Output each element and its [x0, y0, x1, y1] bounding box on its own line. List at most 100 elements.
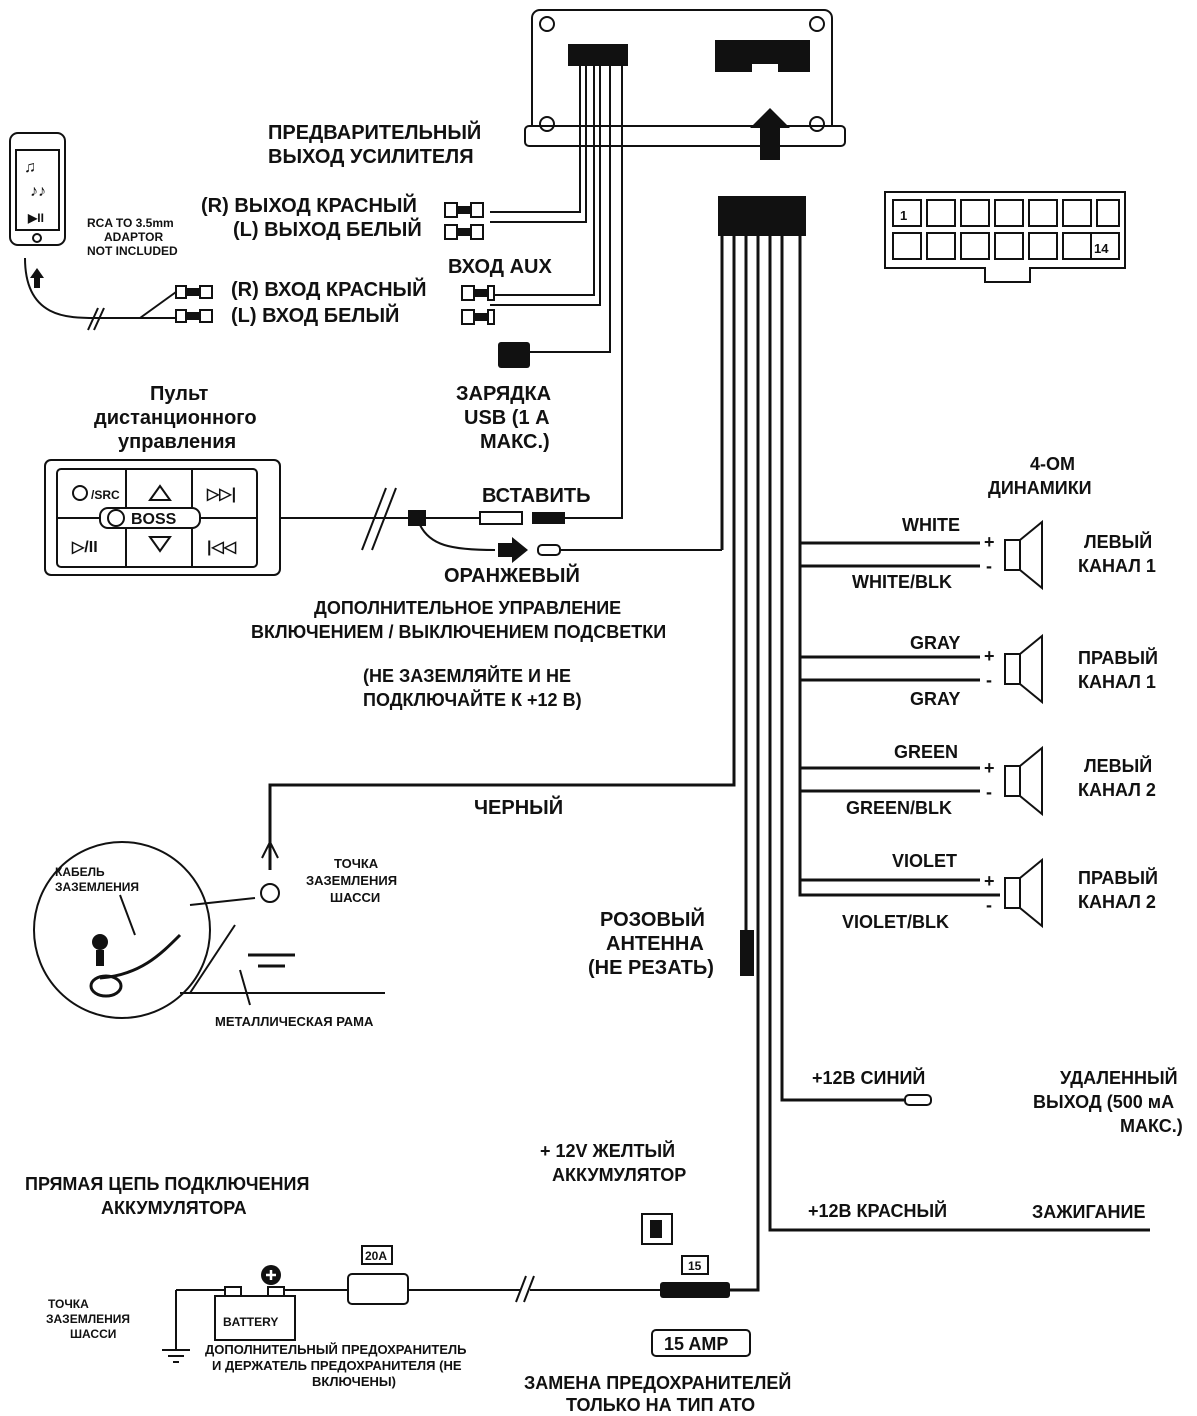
illumination-warning-1: (НЕ ЗАЗЕМЛЯЙТЕ И НЕ [363, 665, 571, 686]
orange-arrow-icon [498, 537, 528, 563]
pin-label-1: 1 [900, 208, 907, 223]
pin-label-14: 14 [1094, 241, 1109, 256]
svg-text:+: + [984, 871, 995, 891]
chassis-point-label-1: ТОЧКА [334, 856, 379, 871]
speaker-icon [1004, 633, 1043, 705]
svg-text:♪♪: ♪♪ [30, 183, 46, 200]
battery-icon [214, 1295, 296, 1341]
speakers-title-1: 4-ОМ [1030, 454, 1075, 474]
harness-wires [268, 236, 1150, 1292]
harness-plug [718, 196, 806, 236]
replace-note-2: ТОЛЬКО НА ТИП АТО [566, 1395, 755, 1415]
illumination-warning-2: ПОДКЛЮЧАЙТЕ К +12 В) [363, 689, 582, 710]
svg-text:♫: ♫ [24, 159, 36, 176]
connector-pinout: 1 14 [884, 191, 1126, 283]
speaker-icon [1004, 857, 1043, 929]
remote-out-connector [904, 1094, 932, 1106]
preamp-rca-plugs [444, 202, 484, 240]
remote-out-label-3: МАКС.) [1120, 1116, 1183, 1136]
battery-wire-label-1: + 12V ЖЕЛТЫЙ [540, 1140, 675, 1161]
rear-wires [490, 66, 623, 519]
remote-title-1: Пульт [150, 383, 208, 405]
speaker-icon [1004, 745, 1043, 817]
aux-l-label: (L) ВХОД БЕЛЫЙ [231, 303, 399, 327]
illumination-text-1: ДОПОЛНИТЕЛЬНОЕ УПРАВЛЕНИЕ [314, 598, 621, 618]
ground-cable-label-1: КАБЕЛЬ [55, 865, 105, 879]
ch3-name-2: КАНАЛ 2 [1078, 780, 1156, 800]
ignition-label: ЗАЖИГАНИЕ [1032, 1202, 1146, 1222]
up-icon[interactable] [148, 484, 172, 501]
chassis-point-label-2: ЗАЗЕМЛЕНИЯ [306, 873, 397, 888]
antenna-label-1: РОЗОВЫЙ [600, 907, 705, 931]
adaptor-note-3: NOT INCLUDED [87, 244, 178, 258]
battery-circuit: BATTERY 20A 15 [162, 1213, 730, 1363]
remote-control: /SRC ▷▷| ▷/II |◁◁ BOSS [44, 459, 281, 576]
aux-fuse-note-1: ДОПОЛНИТЕЛЬНЫЙ ПРЕДОХРАНИТЕЛЬ [205, 1342, 466, 1357]
phone-icon: ♫ ♪♪ ▶II [9, 132, 66, 288]
ground-zoom-circle [33, 841, 211, 1019]
ch1-plus-wire: WHITE [902, 515, 960, 535]
ch2-name-1: ПРАВЫЙ [1078, 647, 1158, 668]
power-src-button[interactable]: /SRC [72, 485, 120, 502]
preamp-title-2: ВЫХОД УСИЛИТЕЛЯ [268, 146, 474, 168]
aux-rca-plugs [175, 285, 495, 325]
black-wire-label: ЧЕРНЫЙ [474, 795, 563, 819]
antenna-label-3: (НЕ РЕЗАТЬ) [588, 957, 714, 979]
fuse-holder-15a [660, 1282, 730, 1298]
svg-text:/SRC: /SRC [91, 488, 120, 502]
aux-r-label: (R) ВХОД КРАСНЫЙ [231, 277, 427, 301]
adaptor-note-1: RCA TO 3.5mm [87, 216, 174, 230]
speaker-channel-4: VIOLET VIOLET/BLK + - ПРАВЫЙ КАНАЛ 2 [842, 851, 1158, 932]
fuse-20a-label: 20A [365, 1249, 387, 1263]
svg-text:-: - [986, 556, 992, 576]
chassis-ground [33, 839, 385, 1019]
down-icon[interactable] [148, 536, 172, 553]
ch3-plus-wire: GREEN [894, 742, 958, 762]
ch2-plus-wire: GRAY [910, 633, 960, 653]
insert-arrow-icon [750, 108, 790, 160]
usb-connector [498, 342, 530, 368]
remote-out-label-1: УДАЛЕННЫЙ [1060, 1067, 1178, 1088]
remote-out-wire: +12В СИНИЙ [812, 1067, 925, 1088]
speaker-channel-3: GREEN GREEN/BLK + - ЛЕВЫЙ КАНАЛ 2 [846, 742, 1156, 818]
speaker-channel-2: GRAY GRAY + - ПРАВЫЙ КАНАЛ 1 [910, 633, 1158, 709]
head-unit [524, 9, 846, 160]
brand-logo: BOSS [131, 511, 177, 528]
orange-label: ОРАНЖЕВЫЙ [444, 563, 580, 587]
usb-label-1: ЗАРЯДКА [456, 383, 551, 405]
power-chassis-label-1: ТОЧКА [48, 1297, 89, 1311]
battery-label: BATTERY [223, 1315, 278, 1329]
ch4-minus-wire: VIOLET/BLK [842, 912, 949, 932]
aux-fuse-note-3: ВКЛЮЧЕНЫ) [312, 1374, 396, 1389]
next-icon[interactable]: ▷▷| [206, 486, 236, 503]
remote-title-3: управления [118, 431, 236, 453]
svg-text:+: + [984, 646, 995, 666]
power-chassis-label-3: ШАССИ [70, 1327, 116, 1341]
ch4-name-2: КАНАЛ 2 [1078, 892, 1156, 912]
power-chassis-label-2: ЗАЗЕМЛЕНИЯ [46, 1312, 130, 1326]
usb-label-2: USB (1 А [464, 407, 550, 429]
preamp-title-1: ПРЕДВАРИТЕЛЬНЫЙ [268, 120, 481, 144]
replace-note-1: ЗАМЕНА ПРЕДОХРАНИТЕЛЕЙ [524, 1372, 791, 1393]
speakers-title-2: ДИНАМИКИ [988, 478, 1092, 498]
play-pause-icon[interactable]: ▷/II [71, 539, 98, 556]
bolt-icon [92, 934, 108, 950]
preamp-r-label: (R) ВЫХОД КРАСНЫЙ [201, 193, 417, 217]
svg-text:-: - [986, 782, 992, 802]
insert-label: ВСТАВИТЬ [482, 485, 590, 507]
speaker-icon [1004, 519, 1043, 591]
fuse-holder-20a [347, 1273, 409, 1305]
ch1-name-2: КАНАЛ 1 [1078, 556, 1156, 576]
svg-text:▶II: ▶II [27, 211, 44, 225]
prev-icon[interactable]: |◁◁ [207, 539, 237, 556]
antenna-connector [740, 930, 754, 976]
amp-badge [651, 1329, 751, 1357]
bluetooth-icon [107, 509, 125, 527]
ch2-name-2: КАНАЛ 1 [1078, 672, 1156, 692]
svg-text:-: - [986, 895, 992, 915]
remote-out-label-2: ВЫХОД (500 мА [1033, 1092, 1174, 1112]
remote-title-2: дистанционного [94, 407, 257, 429]
chassis-point-label-3: ШАССИ [330, 890, 380, 905]
ground-cable-label-2: ЗАЗЕМЛЕНИЯ [55, 880, 139, 894]
